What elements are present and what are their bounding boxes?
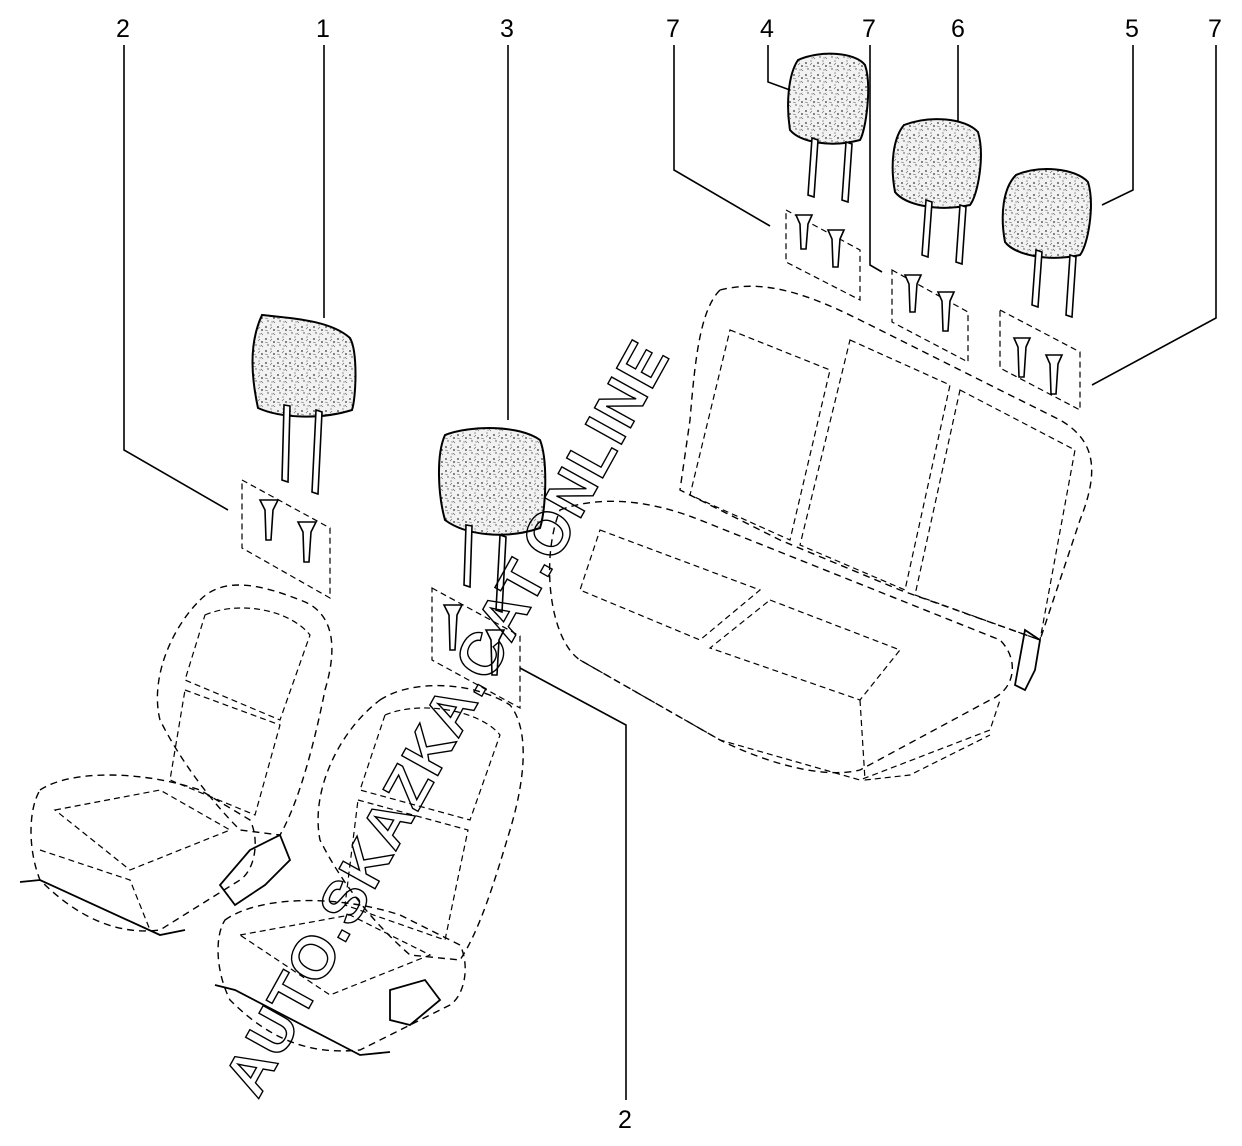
bench-backrest-panel bbox=[799, 339, 951, 591]
headrest-rear-right bbox=[1001, 168, 1092, 259]
callout-7-middle: 7 bbox=[862, 15, 876, 43]
headrest-front-right bbox=[438, 427, 547, 536]
callout-2-bottom: 2 bbox=[618, 1106, 632, 1134]
seat-cushion-panel bbox=[238, 914, 432, 996]
seat-rail bbox=[214, 984, 391, 1056]
guide-bush-box bbox=[431, 586, 521, 710]
callout-1: 1 bbox=[316, 15, 330, 43]
leader-lines bbox=[123, 45, 1217, 1100]
guide-bush bbox=[903, 274, 923, 313]
headrest-post bbox=[807, 136, 819, 199]
callout-7-left: 7 bbox=[666, 15, 680, 43]
seat-cushion-panel bbox=[53, 789, 232, 871]
leader-7-right bbox=[1091, 45, 1217, 386]
leader-7-middle bbox=[869, 45, 883, 273]
guide-bush bbox=[936, 291, 956, 332]
bench-backrest-outline bbox=[679, 285, 1093, 641]
seat-recliner bbox=[389, 978, 442, 1026]
headrest-post bbox=[463, 524, 473, 589]
callout-5: 5 bbox=[1125, 15, 1139, 43]
guide-bush bbox=[258, 499, 280, 541]
seat-back-panel bbox=[184, 607, 311, 721]
bench-cushion-panel bbox=[579, 529, 762, 641]
headrest-post bbox=[1031, 248, 1043, 309]
leader-4 bbox=[767, 45, 791, 91]
seat-recliner bbox=[218, 833, 292, 907]
bench-base bbox=[859, 699, 991, 781]
headrest-rear-left bbox=[787, 52, 870, 145]
guide-bush bbox=[484, 629, 506, 676]
seat-cushion-outline bbox=[30, 774, 256, 932]
guide-bush-box bbox=[891, 268, 969, 363]
guide-bush-box bbox=[241, 478, 331, 600]
headrest-post bbox=[1065, 253, 1077, 319]
callout-numbers: 2 1 3 7 4 7 6 5 7 2 bbox=[116, 15, 1222, 1134]
seat-back-outline bbox=[156, 584, 333, 836]
seat-cushion-panel bbox=[39, 849, 151, 931]
headrest-front-left bbox=[251, 313, 357, 418]
headrest-post bbox=[841, 140, 853, 204]
callout-2-top-left: 2 bbox=[116, 15, 130, 43]
bench-backrest-panel bbox=[914, 389, 1076, 641]
headrest-post bbox=[281, 404, 291, 484]
bench-cushion-panel bbox=[708, 599, 901, 701]
bench-cushion-outline bbox=[548, 500, 1014, 774]
callout-6: 6 bbox=[951, 15, 965, 43]
front-left-seat bbox=[19, 313, 357, 936]
seat-cushion-outline bbox=[217, 899, 466, 1052]
guide-bush bbox=[1044, 354, 1064, 395]
headrest-post bbox=[311, 408, 323, 496]
headrest-post bbox=[921, 198, 933, 259]
front-right-seat bbox=[214, 427, 547, 1056]
seat-back-panel bbox=[169, 689, 281, 816]
guide-bush bbox=[826, 229, 846, 268]
callout-4: 4 bbox=[760, 15, 774, 43]
guide-bush bbox=[794, 214, 814, 250]
leader-2-bottom bbox=[519, 667, 627, 1100]
guide-bush-box bbox=[785, 208, 861, 301]
guide-bush-box bbox=[999, 309, 1081, 411]
callout-7-right: 7 bbox=[1208, 15, 1222, 43]
bench-hinge bbox=[1013, 628, 1041, 692]
seat-rail bbox=[19, 879, 186, 936]
guide-bush bbox=[442, 604, 464, 651]
seat-back-panel bbox=[359, 707, 501, 821]
headrest-rear-center bbox=[891, 118, 982, 209]
bench-backrest-panel bbox=[689, 329, 831, 541]
headrest-post bbox=[495, 533, 507, 614]
leader-7-left bbox=[673, 45, 771, 227]
leader-5 bbox=[1101, 45, 1134, 206]
guide-bush bbox=[1012, 337, 1032, 378]
rear-bench-seat bbox=[548, 52, 1093, 781]
headrest-post bbox=[955, 203, 967, 266]
seat-back-outline bbox=[317, 684, 524, 961]
guide-bush bbox=[296, 521, 318, 563]
leader-2-top bbox=[123, 45, 229, 511]
callout-3: 3 bbox=[500, 15, 514, 43]
